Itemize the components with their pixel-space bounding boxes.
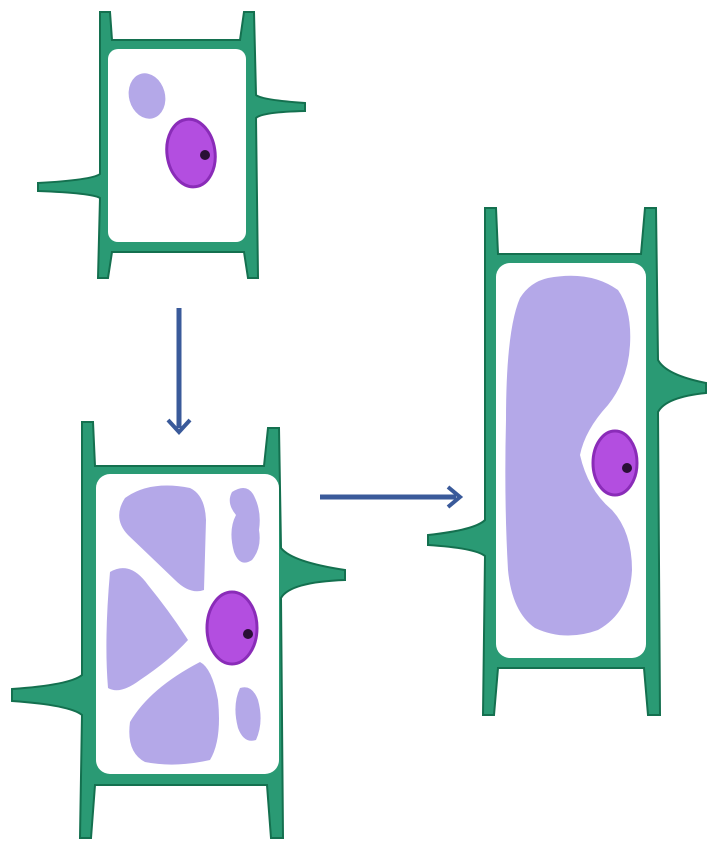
- plant-cell-multiple-vacuoles-icon: [12, 422, 345, 838]
- young-plant-cell-small-vacuoles-icon: [38, 12, 305, 278]
- vacuole: [230, 488, 260, 563]
- nucleus: [593, 431, 637, 495]
- mature-plant-cell-central-vacuole-icon: [428, 208, 706, 715]
- nucleus: [207, 592, 257, 664]
- arrow-down-icon: [168, 308, 190, 432]
- nucleolus: [243, 629, 253, 639]
- nucleolus: [200, 150, 210, 160]
- nucleolus: [622, 463, 632, 473]
- arrow-right-icon: [320, 487, 460, 507]
